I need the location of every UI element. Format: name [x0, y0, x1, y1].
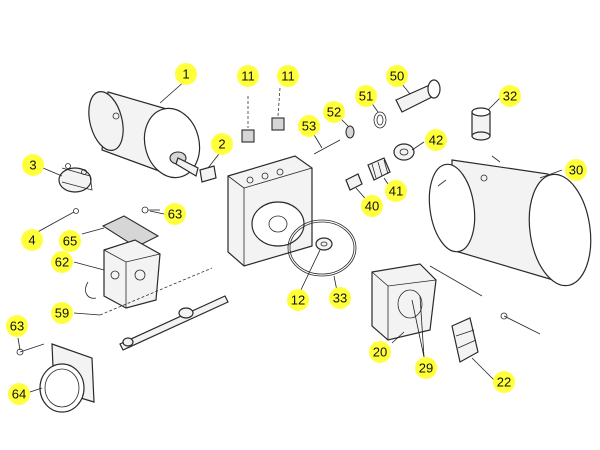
callout-11-right: 11 — [277, 65, 299, 87]
callout-50: 50 — [386, 65, 408, 87]
pin-53-part — [313, 139, 341, 155]
callout-65-label: 65 — [63, 234, 77, 249]
callout-11-left-label: 11 — [241, 69, 255, 84]
callout-63-upper-label: 63 — [168, 207, 182, 222]
callout-41-label: 41 — [389, 184, 403, 199]
callout-4-label: 4 — [28, 233, 35, 248]
spring-41-part — [367, 157, 391, 181]
callout-40: 40 — [361, 195, 383, 217]
motor-part — [88, 91, 201, 179]
callout-63-upper: 63 — [164, 203, 186, 225]
callout-33-label: 33 — [333, 291, 347, 306]
fitting-11-right-part — [271, 87, 285, 131]
callout-29: 29 — [415, 357, 437, 379]
fitting-50-part — [395, 79, 441, 113]
washer-51-part — [373, 111, 387, 129]
callout-20: 20 — [369, 341, 391, 363]
callout-3-label: 3 — [29, 158, 36, 173]
callout-33: 33 — [329, 287, 351, 309]
callout-30: 30 — [565, 159, 587, 181]
callout-32-label: 32 — [503, 89, 517, 104]
callout-41: 41 — [385, 180, 407, 202]
valve-block-part — [85, 239, 161, 309]
callout-53: 53 — [298, 115, 320, 137]
callout-52: 52 — [323, 101, 345, 123]
pump-housing-part — [227, 155, 313, 267]
callout-42: 42 — [425, 129, 447, 151]
callout-11-left: 11 — [237, 65, 259, 87]
filler-cap-part — [471, 107, 491, 141]
callout-62-label: 62 — [55, 255, 69, 270]
callout-29-label: 29 — [419, 361, 433, 376]
key-part — [199, 165, 217, 183]
bolt-63-lower-part — [16, 343, 45, 356]
callout-59-label: 59 — [55, 306, 69, 321]
callout-59: 59 — [51, 302, 73, 324]
callout-2-label: 2 — [218, 137, 225, 152]
callout-1-label: 1 — [182, 67, 189, 82]
callout-64: 64 — [8, 383, 30, 405]
seal-52-part — [345, 125, 355, 139]
callout-11-right-label: 11 — [281, 69, 295, 84]
fitting-11-left-part — [241, 96, 255, 143]
callout-3: 3 — [22, 154, 44, 176]
callout-12: 12 — [287, 289, 309, 311]
reservoir-tank-part — [428, 155, 592, 287]
end-cap-part — [39, 343, 95, 413]
gear-pump-part — [371, 263, 483, 341]
callout-62: 62 — [51, 251, 73, 273]
callout-32: 32 — [499, 85, 521, 107]
callout-22-label: 22 — [497, 375, 511, 390]
callout-20-label: 20 — [373, 345, 387, 360]
callout-50-label: 50 — [390, 69, 404, 84]
callout-4: 4 — [21, 229, 43, 251]
callout-42-label: 42 — [429, 133, 443, 148]
bracket-part — [451, 312, 541, 363]
callout-30-label: 30 — [569, 163, 583, 178]
screw-4-part — [51, 208, 79, 225]
callout-52-label: 52 — [327, 105, 341, 120]
callout-63-lower-label: 63 — [10, 319, 24, 334]
callout-1: 1 — [175, 63, 197, 85]
rod-assembly-part — [99, 267, 229, 351]
callout-53-label: 53 — [302, 119, 316, 134]
gear-part — [315, 237, 333, 251]
bolt-63-upper-part — [141, 206, 160, 214]
o-ring-part — [287, 219, 357, 277]
callout-64-label: 64 — [12, 387, 26, 402]
callout-65: 65 — [59, 230, 81, 252]
callout-12-label: 12 — [291, 293, 305, 308]
nut-42-part — [393, 143, 415, 161]
callout-2: 2 — [211, 133, 233, 155]
solenoid-part — [58, 163, 93, 193]
callout-40-label: 40 — [365, 199, 379, 214]
valve-40-part — [345, 173, 363, 191]
callout-51: 51 — [355, 85, 377, 107]
gasket-plate-part — [101, 215, 160, 248]
callout-51-label: 51 — [359, 89, 373, 104]
callout-63-lower: 63 — [6, 315, 28, 337]
callout-22: 22 — [493, 371, 515, 393]
